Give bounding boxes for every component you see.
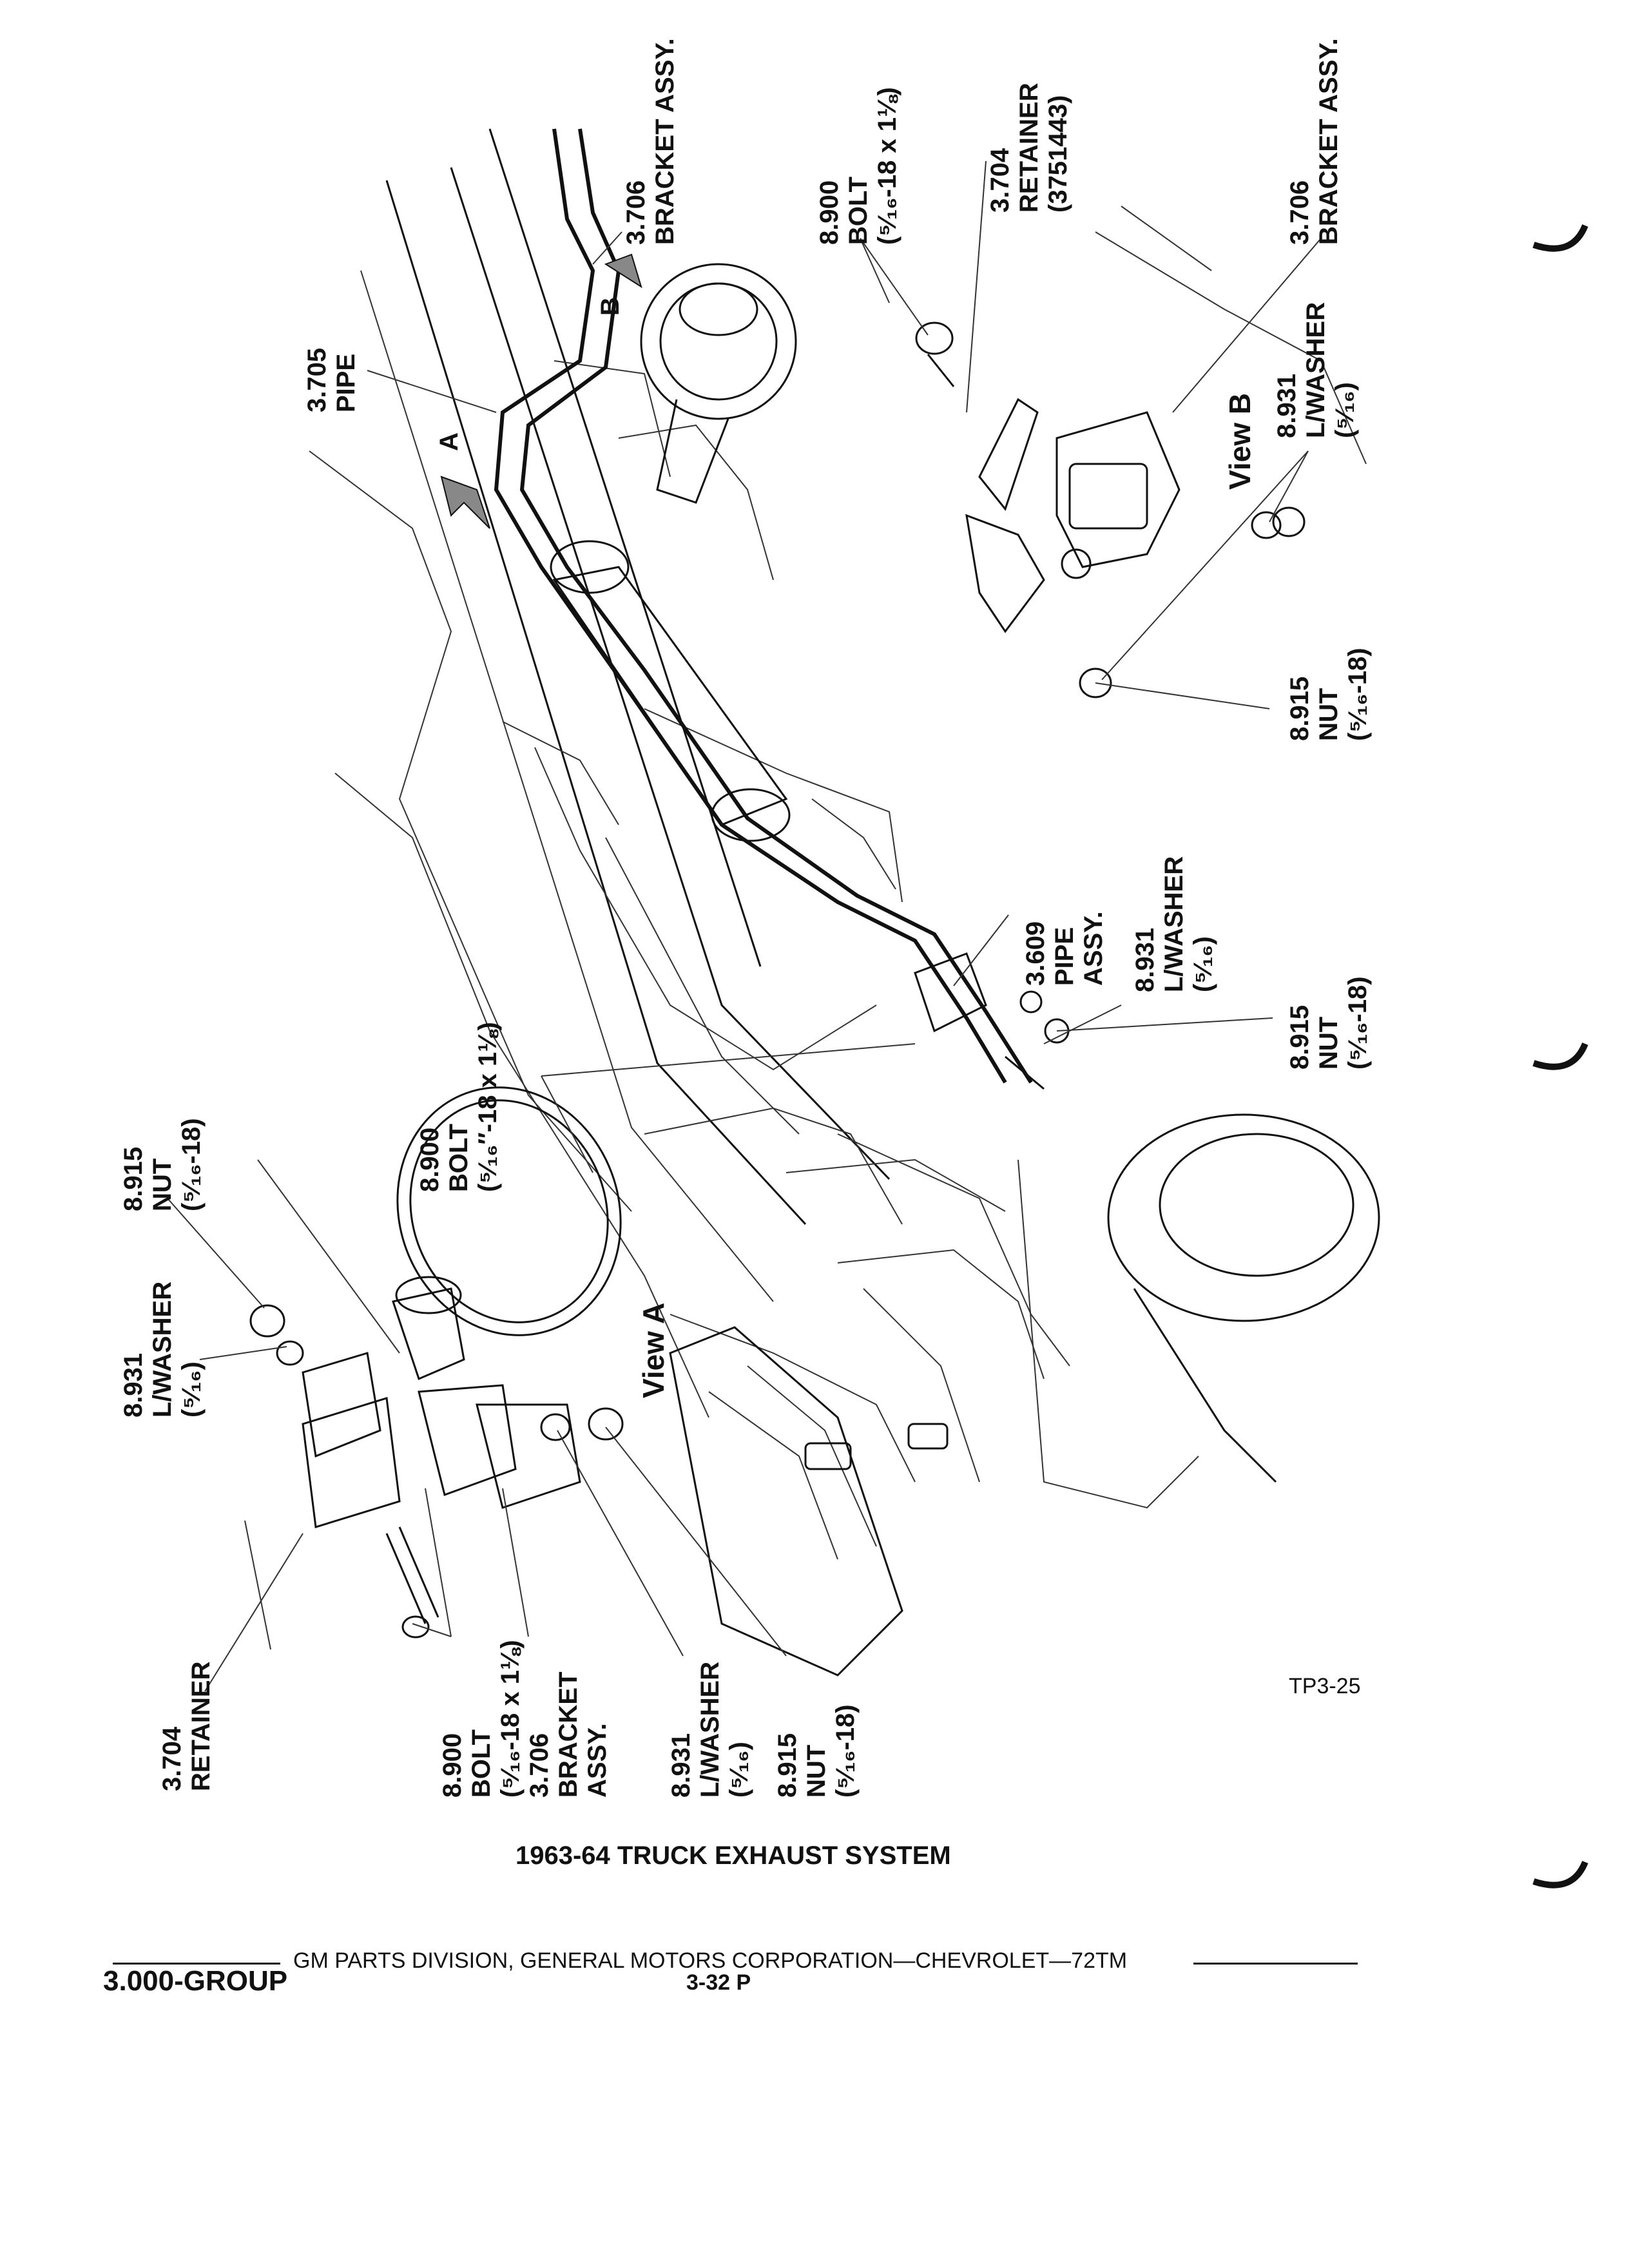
callout-text: 3.704 [986,148,1014,213]
callout-bracket-top: 3.706 BRACKET ASSY. [622,38,679,245]
callout-pipe-3609: 3.609 PIPE ASSY. [1021,911,1108,986]
callout-text: RETAINER [187,1661,215,1791]
group-label: 3.000-GROUP [103,1965,288,1997]
callout-text: 8.900 [815,180,843,245]
page-number: 3-32 P [686,1970,751,1995]
callout-text: BRACKET ASSY. [651,38,679,245]
callout-text: (⁵⁄₁₆) [1331,382,1359,438]
callout-retainer-b: 3.704 RETAINER (3751443) [986,82,1072,213]
callout-text: NUT [148,1158,177,1211]
mid-clamp-hardware [914,952,1070,1090]
callout-text: 8.915 [1286,1005,1314,1070]
callout-nut-mid: 8.915 NUT (⁵⁄₁₆-18) [1286,976,1372,1070]
callout-text: (⁵⁄₁₆-18 x 1⅛) [496,1640,525,1798]
callout-text: 8.931 [1131,928,1159,992]
callout-text: 3.706 [525,1733,554,1798]
callout-text: NUT [1315,1017,1343,1070]
footer-rule-left [113,1963,280,1965]
marker-a: A [435,432,463,451]
callout-nut-a-top: 8.915 NUT (⁵⁄₁₆-18) [119,1118,206,1211]
callout-text: (⁵⁄₁₆) [177,1361,206,1418]
callout-text: L/WASHER [696,1662,724,1798]
callout-text: 8.931 [667,1733,695,1798]
callout-text: RETAINER [1015,82,1043,213]
page-title: 1963-64 TRUCK EXHAUST SYSTEM [516,1841,951,1870]
callout-text: BOLT [445,1124,473,1192]
callout-text: 8.900 [438,1733,467,1798]
callout-text: 8.900 [416,1128,444,1192]
view-b-label: View B [1223,393,1257,490]
callout-bolt-a: 8.900 BOLT (⁵⁄₁₆-18 x 1⅛) [438,1640,525,1798]
callout-text: 8.915 [1286,677,1314,741]
callout-text: BOLT [467,1729,496,1798]
binder-marks [1532,224,1588,1888]
callout-bracket-b: 3.706 BRACKET ASSY. [1286,38,1343,245]
marker-b: B [596,297,624,316]
footer-text: GM PARTS DIVISION, GENERAL MOTORS CORPOR… [293,1948,1128,1973]
callout-text: ASSY. [1079,911,1108,986]
callout-text: 3.704 [158,1726,186,1791]
callout-text: BRACKET ASSY. [1315,38,1343,245]
callout-text: 8.931 [1273,374,1301,438]
callout-bracket-a: 3.706 BRACKET ASSY. [525,1671,612,1798]
callout-text: 3.706 [622,180,650,245]
callout-text: (⁵⁄₁₆″-18 x 1⅛) [474,1022,502,1192]
callout-text: (3751443) [1044,95,1072,213]
view-markers: A B [435,253,642,529]
callout-washer-a-top: 8.931 L/WASHER (⁵⁄₁₆) [119,1282,206,1418]
exhaust-pipe-run [494,128,1033,1084]
callout-text: (⁵⁄₁₆-18) [831,1704,860,1798]
leader-lines [167,160,1322,1692]
callout-nut-b: 8.915 NUT (⁵⁄₁₆-18) [1286,648,1372,741]
callout-washer-b: 8.931 L/WASHER (⁵⁄₁₆) [1273,302,1359,438]
callout-text: PIPE [1050,927,1079,986]
callout-text: (⁵⁄₁₆) [725,1742,753,1798]
callout-washer-mid: 8.931 L/WASHER (⁵⁄₁₆) [1131,856,1217,992]
callout-washer-a: 8.931 L/WASHER (⁵⁄₁₆) [667,1662,753,1798]
callout-nut-a: 8.915 NUT (⁵⁄₁₆-18) [773,1704,860,1798]
callout-text: 8.915 [119,1147,148,1211]
truck-frame [309,128,1199,1509]
callout-text: 3.706 [1286,180,1314,245]
callout-text: 3.705 [303,348,331,412]
callout-text: L/WASHER [148,1282,177,1418]
callout-text: 8.915 [773,1733,802,1798]
callout-text: NUT [802,1745,831,1798]
callout-text: (⁵⁄₁₆-18) [177,1118,206,1211]
callout-pipe-3705: 3.705 PIPE [303,348,360,412]
engine-block [669,1249,1045,1677]
callout-text: PIPE [332,354,360,412]
callout-bolt-b: 8.900 BOLT (⁵⁄₁₆-18 x 1⅛) [815,87,901,245]
callout-text: ASSY. [583,1723,612,1798]
callout-text: NUT [1315,688,1343,741]
callout-text: (⁵⁄₁₆) [1189,936,1217,992]
rear-drum-top [640,263,797,504]
footer-rule-right [1193,1963,1358,1965]
view-a-label: View A [637,1303,670,1398]
callout-text: L/WASHER [1160,856,1188,992]
view-b-hardware [915,206,1367,698]
callout-text: (⁵⁄₁₆-18) [1344,976,1372,1070]
callout-text: (⁵⁄₁₆-18 x 1⅛) [873,87,901,245]
callout-text: 8.931 [119,1353,148,1418]
view-a-hardware [244,1086,624,1650]
callout-text: BRACKET [554,1671,583,1798]
callout-bolt-mid: 8.900 BOLT (⁵⁄₁₆″-18 x 1⅛) [416,1022,502,1192]
figure-id: TP3-25 [1289,1674,1361,1698]
callout-text: BOLT [844,177,872,245]
front-wheel [1107,1113,1380,1483]
callout-text: L/WASHER [1302,302,1330,438]
callout-retainer-a: 3.704 RETAINER [158,1661,215,1791]
callout-text: 3.609 [1021,921,1050,986]
callout-text: (⁵⁄₁₆-18) [1344,648,1372,741]
